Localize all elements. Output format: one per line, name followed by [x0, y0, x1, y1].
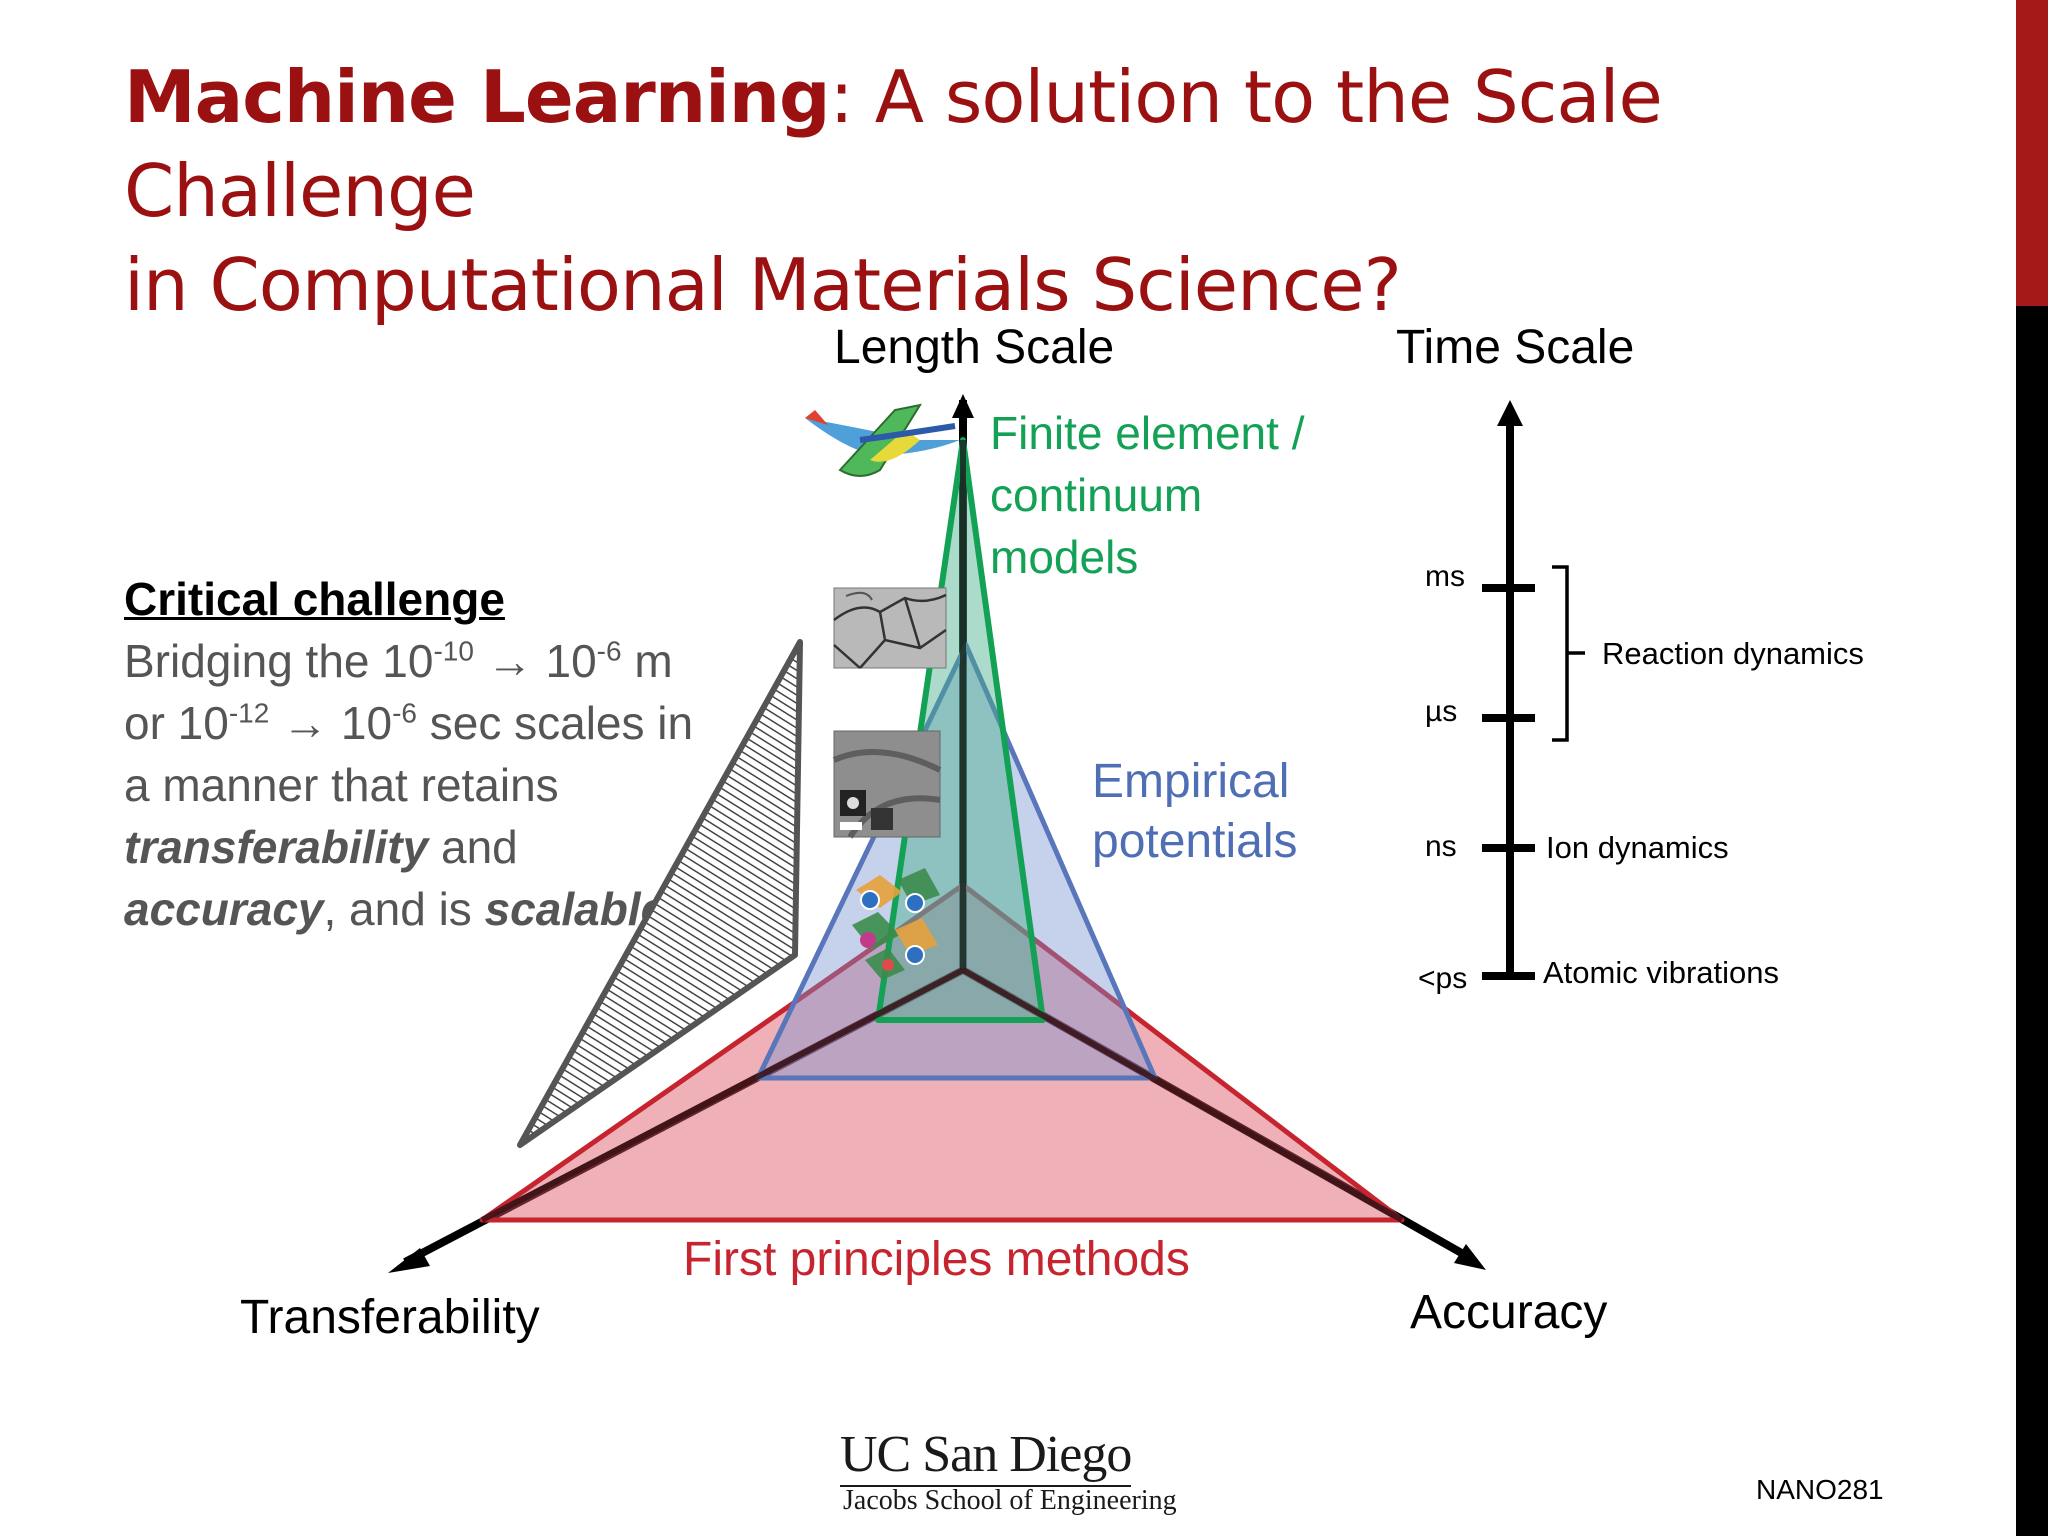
slide-title: Machine Learning: A solution to the Scal…: [124, 50, 1944, 332]
jacobs-school-label: Jacobs School of Engineering: [843, 1485, 1177, 1516]
challenge-text-6: and: [428, 821, 518, 873]
challenge-sup-2: -6: [596, 635, 622, 667]
empirical-potentials-label-line1: Empirical: [1092, 755, 1290, 808]
tick-label-ms: ms: [1425, 560, 1465, 593]
atomic-vibrations-label: Atomic vibrations: [1543, 955, 1780, 990]
sidebar-accent-black: [2016, 306, 2048, 1536]
challenge-emph-accuracy: accuracy: [124, 883, 324, 935]
inner-axis-right: [961, 967, 1404, 1223]
critical-challenge-text: Critical challenge Bridging the 10-10 → …: [124, 568, 724, 940]
reaction-dynamics-bracket: [1552, 565, 1585, 742]
course-code: NANO281: [1756, 1474, 1884, 1505]
finite-element-label-line1: Finite element /: [990, 407, 1305, 459]
length-scale-arrowhead: [952, 394, 974, 418]
crystal-structure-image: [852, 868, 940, 980]
challenge-text-5: sec scales in a manner that retains: [124, 697, 694, 811]
finite-element-label-line2: continuum: [990, 469, 1203, 521]
challenge-text-3: m or 10: [124, 635, 673, 749]
reaction-dynamics-label: Reaction dynamics: [1602, 636, 1864, 671]
challenge-sup-4: -6: [392, 697, 417, 729]
challenge-heading: Critical challenge: [124, 573, 505, 625]
challenge-emph-transferability: transferability: [124, 821, 429, 873]
title-line2: in Computational Materials Science?: [124, 243, 1402, 327]
grain-microstructure-image: [833, 587, 947, 669]
title-rest: : A solution to the Scale Challenge: [124, 55, 1663, 233]
accuracy-label: Accuracy: [1410, 1286, 1608, 1339]
finite-element-label-line3: models: [990, 531, 1139, 583]
ion-dynamics-label: Ion dynamics: [1546, 830, 1729, 865]
challenge-text-2: → 10: [473, 635, 597, 687]
tem-microstructure-image: [832, 730, 942, 839]
airplane-icon: [805, 403, 960, 477]
challenge-sup-1: -10: [433, 635, 474, 667]
time-scale-title: Time Scale: [1396, 321, 1635, 374]
transferability-arrowhead: [388, 1248, 430, 1273]
sidebar-accent-red: [2016, 0, 2048, 306]
challenge-text-1: Bridging the 10: [124, 635, 434, 687]
title-bold: Machine Learning: [124, 55, 831, 139]
finite-element-label: Finite element / continuum models: [990, 402, 1304, 588]
empirical-potentials-label: Empirical potentials: [1092, 752, 1297, 872]
empirical-potentials-label-line2: potentials: [1092, 815, 1298, 868]
challenge-sup-3: -12: [228, 697, 270, 729]
length-scale-label: Length Scale: [834, 321, 1115, 374]
tick-label-ps: <ps: [1418, 962, 1468, 995]
ucsd-logo: UC San Diego: [840, 1425, 1132, 1487]
tick-label-ns: ns: [1425, 830, 1457, 863]
inner-axis-left: [480, 967, 965, 1223]
challenge-text-7: , and is: [323, 883, 485, 935]
tick-label-us: µs: [1425, 695, 1458, 728]
challenge-text-4: → 10: [269, 697, 393, 749]
first-principles-label: First principles methods: [683, 1233, 1190, 1286]
time-scale-arrowhead: [1497, 400, 1523, 426]
accuracy-arrowhead: [1454, 1244, 1486, 1270]
transferability-label: Transferability: [240, 1291, 540, 1344]
hatched-bridge-shape: [517, 639, 803, 1148]
empirical-potentials-shape: [755, 642, 1158, 1081]
